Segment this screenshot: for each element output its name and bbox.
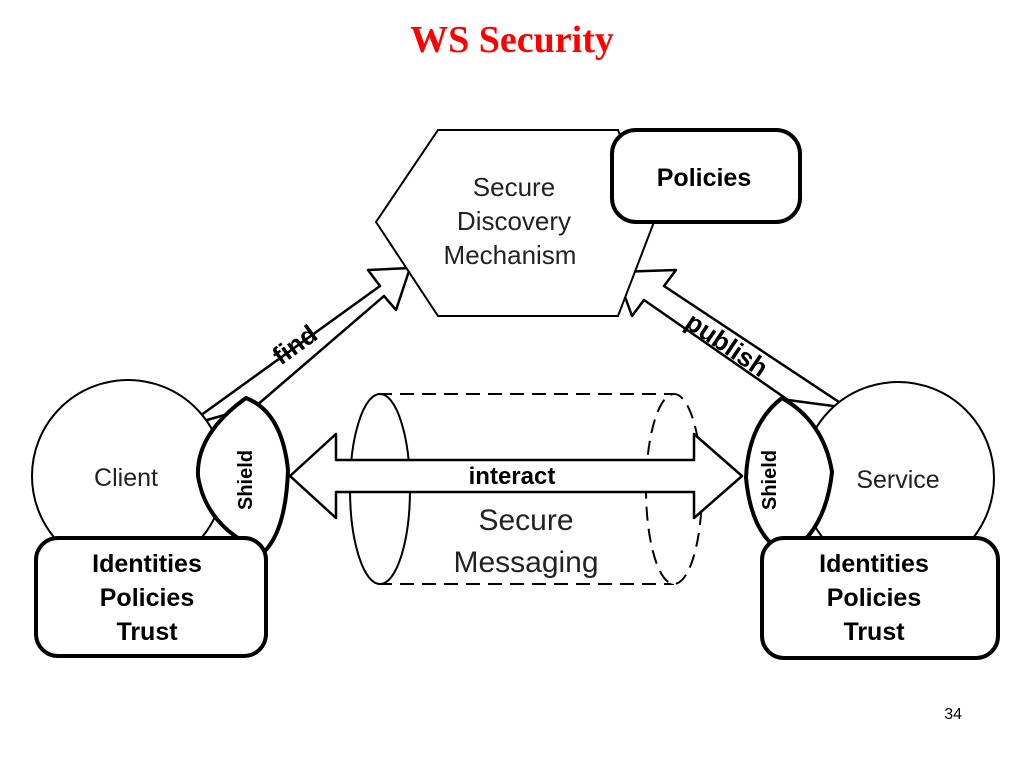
- client-shield: Shield: [195, 395, 291, 555]
- service-identities-box: Identities Policies Trust: [760, 536, 1000, 660]
- service-box-line2: Policies: [827, 584, 922, 612]
- discovery-hexagon: Secure Discovery Mechanism: [374, 129, 656, 317]
- messaging-line1: Secure: [478, 504, 573, 537]
- slide-title: WS Security: [410, 19, 614, 61]
- messaging-line2: Messaging: [453, 546, 598, 579]
- client-box-line3: Trust: [116, 618, 178, 646]
- service-node: Service: [801, 381, 995, 575]
- service-label: Service: [856, 466, 939, 494]
- client-label: Client: [94, 464, 158, 492]
- interact-label: interact: [469, 463, 556, 490]
- publish-label: publish: [680, 306, 773, 383]
- publish-arrow: publish: [614, 268, 850, 410]
- policies-top-box: Policies: [610, 128, 802, 224]
- slide-number: 34: [944, 706, 962, 723]
- discovery-line2: Discovery: [457, 206, 571, 236]
- service-box-line3: Trust: [843, 618, 905, 646]
- service-shield-label: Shield: [759, 450, 781, 510]
- client-box-line1: Identities: [92, 550, 202, 578]
- service-box-line1: Identities: [819, 550, 929, 578]
- client-shield-label: Shield: [235, 450, 257, 510]
- interact-arrow: interact: [288, 432, 744, 520]
- discovery-line1: Secure: [473, 172, 555, 202]
- client-box-line2: Policies: [100, 584, 195, 612]
- policies-top-label: Policies: [657, 164, 752, 192]
- discovery-line3: Mechanism: [444, 240, 577, 270]
- client-identities-box: Identities Policies Trust: [34, 536, 268, 658]
